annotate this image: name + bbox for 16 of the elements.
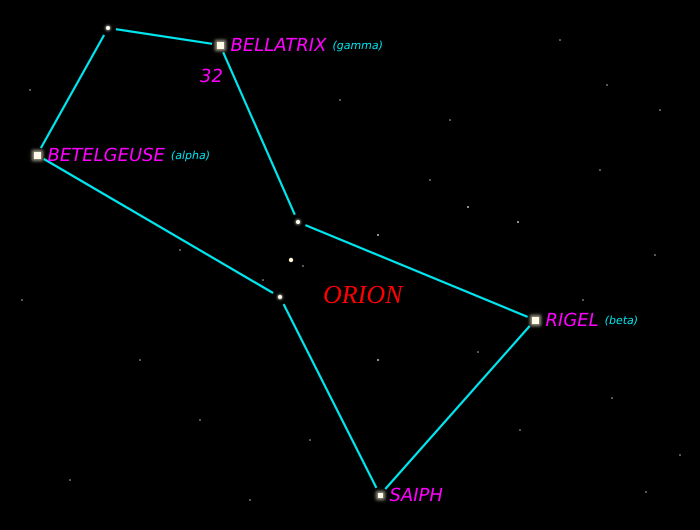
- constellation-line: [384, 325, 531, 490]
- constellation-name: ORION: [323, 280, 402, 310]
- constellation-line: [282, 304, 378, 488]
- constellation-line: [40, 34, 106, 149]
- magnitude-label: 32: [200, 66, 223, 87]
- greek-letter-label: (beta): [604, 314, 638, 326]
- star-name: SAIPH: [390, 484, 443, 506]
- greek-letter-label: (gamma): [332, 38, 383, 52]
- star-name: RIGEL: [546, 310, 599, 330]
- constellation-line: [222, 52, 296, 216]
- constellation-line: [116, 28, 212, 45]
- star-name: BETELGEUSE: [48, 144, 165, 166]
- star-name: BELLATRIX: [230, 34, 326, 56]
- constellation-line: [43, 158, 274, 294]
- greek-letter-label: (alpha): [170, 148, 210, 162]
- constellation-line: [304, 224, 528, 318]
